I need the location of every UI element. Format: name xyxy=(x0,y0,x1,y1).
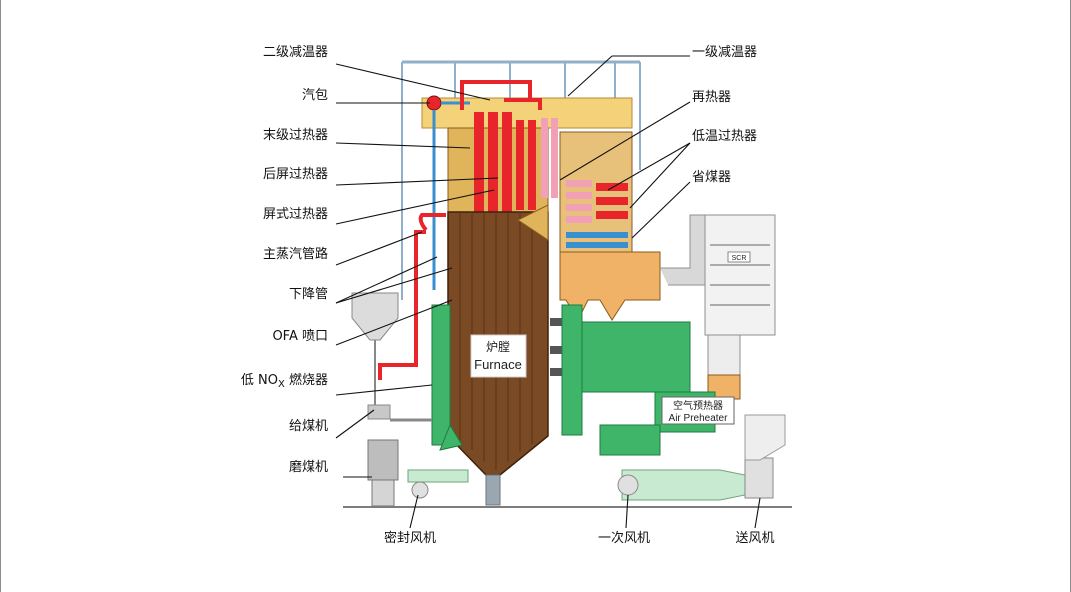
label-coal-mill: 磨煤机 xyxy=(289,460,328,475)
low-nox-subscript: X xyxy=(278,379,285,390)
label-low-temp-superheater: 低温过热器 xyxy=(692,129,757,144)
steam-drum-shape xyxy=(426,95,470,290)
label-coal-feeder: 给煤机 xyxy=(289,419,328,434)
coal-system xyxy=(351,292,432,507)
steel-frame xyxy=(401,60,641,300)
label-primary-attemperator: 一级减温器 xyxy=(692,45,757,60)
furnace-label-box xyxy=(470,334,527,378)
economizer-coils xyxy=(566,232,628,248)
furnace-label-cn: 炉膛 xyxy=(486,340,510,354)
main-steam-pipe-line xyxy=(378,230,426,380)
reheater-coils xyxy=(566,180,592,223)
label-reheater: 再热器 xyxy=(692,90,731,105)
furnace-label-en: Furnace xyxy=(474,357,522,372)
scr-catalyst-layers xyxy=(710,244,770,306)
label-final-superheater: 末级过热器 xyxy=(263,128,328,143)
label-rear-platen-superheater: 后屏过热器 xyxy=(263,167,328,182)
label-ofa-nozzle: OFA 喷口 xyxy=(272,329,328,344)
ash-hoppers xyxy=(559,251,661,322)
scr-reactor xyxy=(704,214,776,336)
air-preheater-label-en: Air Preheater xyxy=(669,413,729,424)
low-nox-suffix: 燃烧器 xyxy=(285,372,328,388)
label-low-nox-burner: 低 NOX 燃烧器 xyxy=(241,372,328,390)
lt-superheater-coils xyxy=(596,183,628,219)
label-steam-drum: 汽包 xyxy=(302,88,328,103)
bottom-ash-hopper xyxy=(485,474,501,506)
label-primary-air-fan: 一次风机 xyxy=(598,530,650,546)
air-preheater-label-box xyxy=(661,396,735,425)
low-nox-prefix: 低 NO xyxy=(241,373,278,388)
fans xyxy=(407,414,786,501)
left-border xyxy=(0,0,1,592)
air-preheater-label-cn: 空气预热器 xyxy=(673,399,723,412)
label-platen-superheater: 屏式过热器 xyxy=(263,207,328,222)
main-steam-loop xyxy=(418,80,542,232)
label-main-steam-pipe: 主蒸汽管路 xyxy=(263,246,328,262)
leader-lines xyxy=(335,55,761,529)
label-downcomer: 下降管 xyxy=(289,287,328,302)
superheater-tubes xyxy=(474,112,536,212)
label-seal-fan: 密封风机 xyxy=(384,530,436,546)
scr-tag: SCR xyxy=(732,255,747,262)
reheater-tubes-pink xyxy=(541,118,558,198)
label-economizer: 省煤器 xyxy=(692,170,731,185)
label-secondary-attemperator: 二级减温器 xyxy=(263,45,328,60)
label-forced-draft-fan: 送风机 xyxy=(735,531,774,546)
scr-tag-box xyxy=(727,251,751,263)
flue-duct xyxy=(660,214,706,286)
